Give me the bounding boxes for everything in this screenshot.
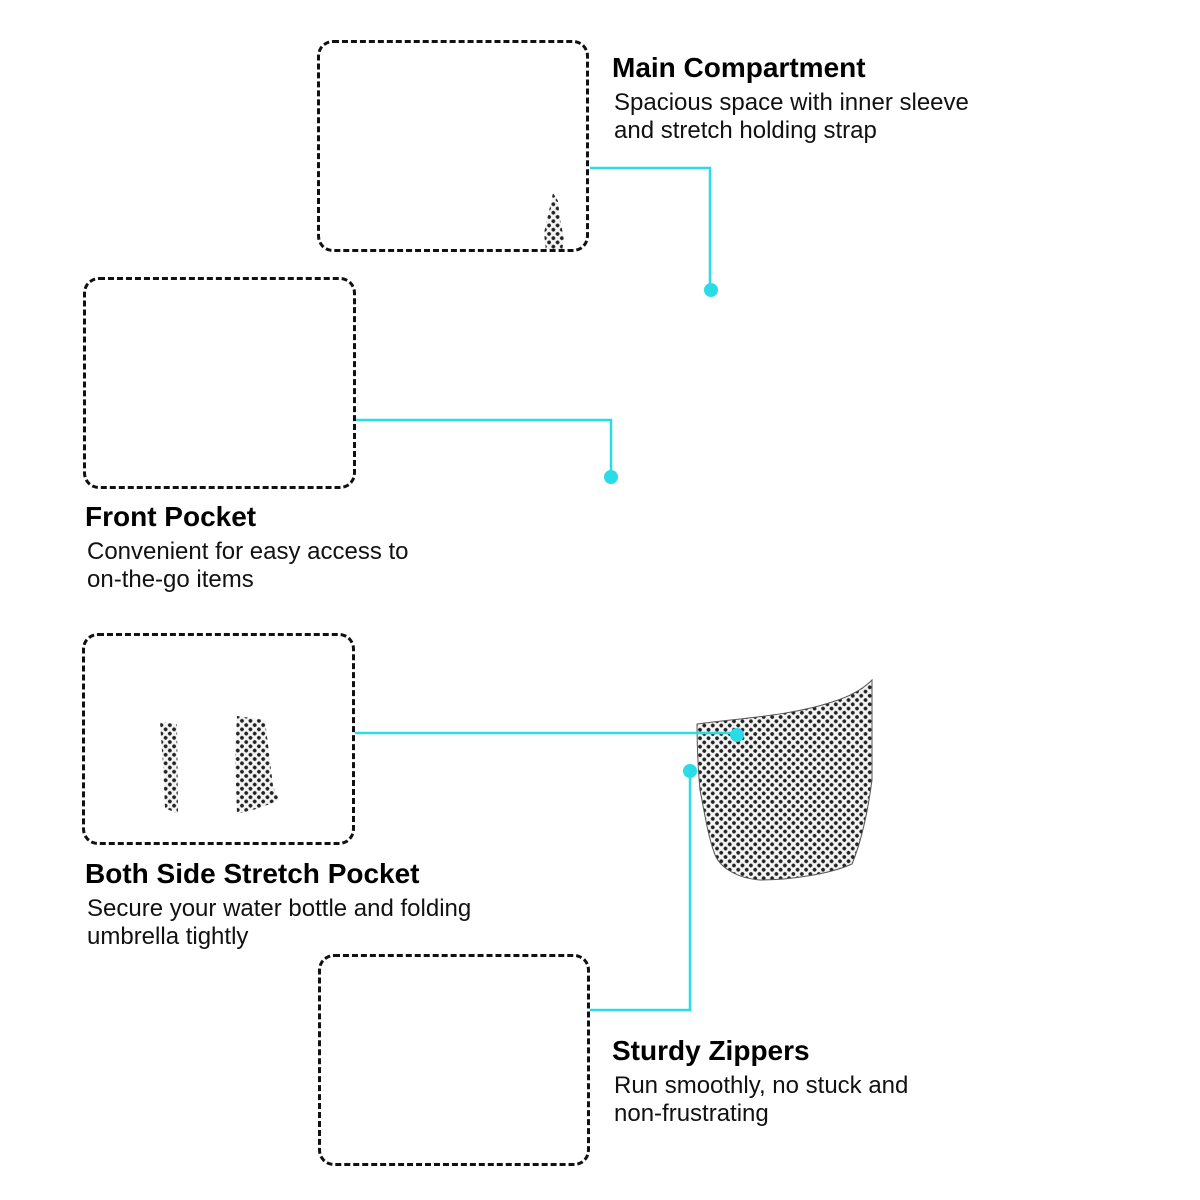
- callout-line-main-compartment: [590, 166, 712, 290]
- mesh-side-pocket-illustration: [696, 678, 873, 881]
- feature-desc-line: Spacious space with inner sleeve: [614, 89, 969, 116]
- callout-line-front-pocket: [355, 418, 613, 477]
- feature-desc-line: on-the-go items: [87, 566, 254, 593]
- callout-dot-main-compartment: [704, 283, 718, 297]
- detail-box-sturdy-zippers: [318, 954, 590, 1166]
- feature-desc-main-compartment: Spacious space with inner sleeve and str…: [614, 89, 969, 145]
- feature-desc-line: Run smoothly, no stuck and: [614, 1072, 909, 1099]
- detail-box-front-pocket: [83, 277, 356, 489]
- feature-title-side-stretch-pocket: Both Side Stretch Pocket: [85, 858, 420, 889]
- mesh-fragment: [544, 193, 564, 249]
- detail-box-main-compartment: [317, 40, 589, 252]
- feature-desc-line: Secure your water bottle and folding: [87, 895, 472, 922]
- callout-line-sturdy-zippers: [590, 771, 692, 1012]
- mesh-fragments: [160, 716, 279, 814]
- callout-dot-sturdy-zippers: [683, 764, 697, 778]
- feature-desc-sturdy-zippers: Run smoothly, no stuck and non-frustrati…: [614, 1072, 908, 1128]
- feature-desc-line: and stretch holding strap: [614, 117, 877, 144]
- feature-title-main-compartment: Main Compartment: [612, 52, 866, 83]
- callout-dot-side-stretch-pocket: [730, 728, 744, 742]
- detail-box-side-stretch-pocket: [82, 633, 355, 845]
- feature-desc-side-stretch-pocket: Secure your water bottle and folding umb…: [87, 895, 471, 951]
- callout-dot-front-pocket: [604, 470, 618, 484]
- feature-desc-front-pocket: Convenient for easy access to on-the-go …: [87, 538, 409, 594]
- feature-desc-line: Convenient for easy access to: [87, 538, 409, 565]
- feature-title-sturdy-zippers: Sturdy Zippers: [612, 1035, 810, 1066]
- feature-title-front-pocket: Front Pocket: [85, 501, 257, 532]
- feature-desc-line: umbrella tightly: [87, 923, 249, 950]
- feature-desc-line: non-frustrating: [614, 1100, 769, 1127]
